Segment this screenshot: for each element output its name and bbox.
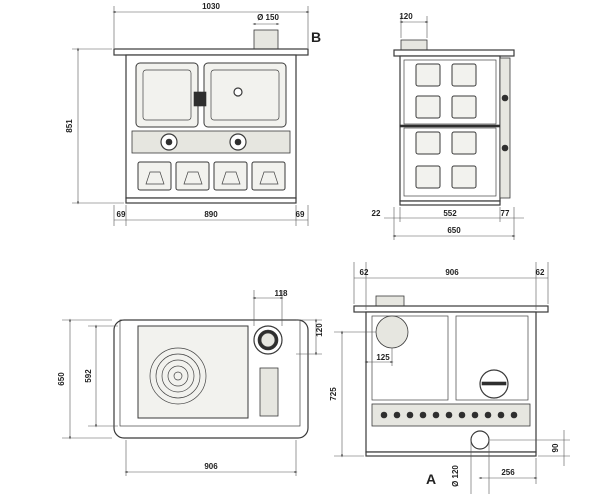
oven-door-handle [199,91,207,107]
side-top-plate [393,49,515,57]
firebox-door-handle [193,91,201,107]
rear-air-offset-label: 256 [501,468,515,477]
front-view: 1030 Ø 150 B 851 69 890 69 [65,2,321,226]
view-label-a: A [426,471,436,487]
rear-right-edge-label: 62 [536,268,545,277]
ash-drawer-1 [137,161,172,191]
top-width-label: 906 [204,462,218,471]
side-tile [415,131,441,155]
ash-drawer-2 [175,161,210,191]
side-body-depth-label: 552 [443,209,457,218]
rear-air-diameter-label: Ø 120 [451,465,460,487]
front-right-side-label: 69 [296,210,305,219]
top-depth-label: 650 [57,372,66,386]
flue-pipe [253,29,279,51]
rear-left-edge-label: 62 [360,268,369,277]
side-total-depth-label: 650 [447,226,461,235]
top-view: 118 120 650 592 906 [57,289,324,476]
side-view: 120 22 552 77 650 [372,12,524,240]
side-rear-gap-label: 77 [501,209,510,218]
side-tile [415,63,441,87]
cooking-plate [137,325,249,419]
side-tile [451,95,477,119]
ash-drawer-3 [213,161,248,191]
front-width-label: 1030 [202,2,220,11]
rear-flue-outlet [375,315,409,349]
rear-vent-row [380,411,518,419]
rear-flue-offset-label: 125 [376,353,390,362]
side-flue-pipe [400,39,428,51]
rear-flue-height-label: 725 [329,387,338,401]
side-flue-offset-label: 120 [399,12,413,21]
front-inner-width-label: 890 [204,210,218,219]
side-tile [451,63,477,87]
side-body [399,55,501,202]
rear-air-intake [470,430,490,450]
flue-diameter-label: Ø 150 [257,13,279,22]
side-tile [415,95,441,119]
ash-drawer-4 [251,161,286,191]
side-front-overhang-label: 22 [372,209,381,218]
front-left-side-label: 69 [117,210,126,219]
top-flue-x-label: 118 [275,289,288,298]
side-tile [415,165,441,189]
rear-flue-pipe [375,295,405,307]
view-label-b: B [311,29,321,45]
side-tile [451,131,477,155]
front-height-label: 851 [65,119,74,133]
rear-view: 62 906 62 125 725 90 Ø 120 256 A [329,262,570,494]
rear-width-label: 906 [445,268,459,277]
top-flue-y-label: 120 [315,323,324,337]
side-tile [451,165,477,189]
rear-top-plate [353,305,549,313]
top-inner-depth-label: 592 [84,369,93,383]
top-vent-slot [259,367,279,417]
cooktop-edge [113,48,309,56]
oven-door [203,62,287,128]
control-strip [131,130,291,154]
thermometer [233,87,243,97]
firebox-door [135,62,199,128]
rear-air-height-label: 90 [551,443,560,452]
